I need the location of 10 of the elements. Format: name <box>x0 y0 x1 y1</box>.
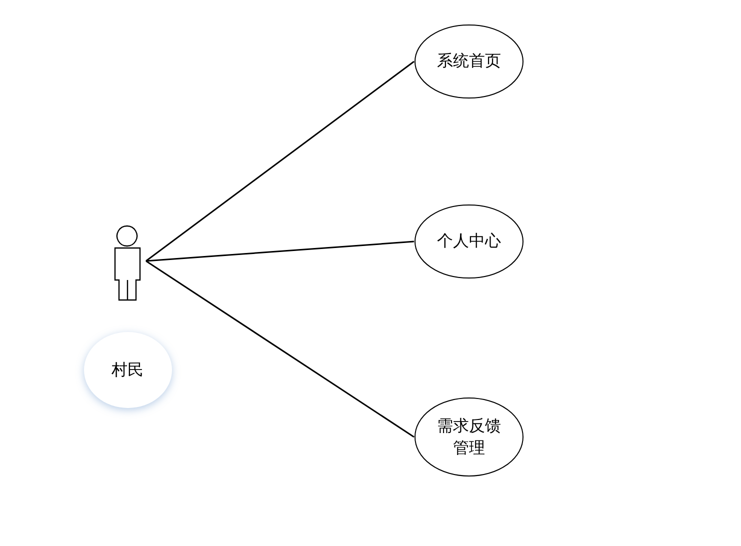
association-line <box>146 260 414 438</box>
use-case-ellipse <box>414 397 524 477</box>
association-line <box>146 60 414 262</box>
use-case-ellipse <box>414 204 524 279</box>
association-line <box>146 240 414 262</box>
use-case-label: 个人中心 <box>436 230 502 252</box>
use-case-label: 需求反馈管理 <box>436 414 502 459</box>
use-case-ellipse <box>414 24 524 99</box>
actor-name: 村民 <box>84 332 172 408</box>
use-case-label: 系统首页 <box>436 50 502 72</box>
